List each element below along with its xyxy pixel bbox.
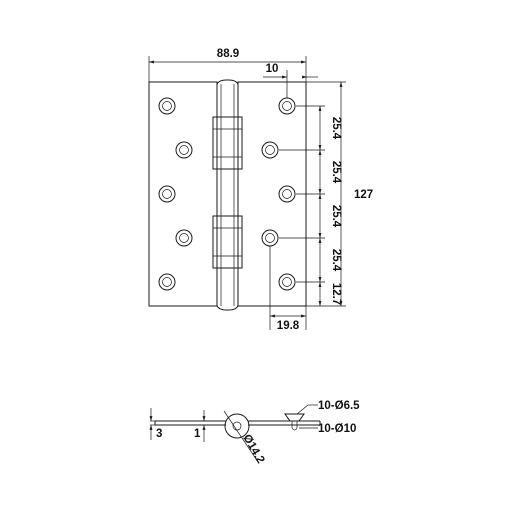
screw-hole	[278, 97, 296, 115]
pin-offset-label: 10	[266, 63, 279, 75]
dimension-countersink: 10-Ø6.5 10-Ø10	[296, 400, 360, 435]
screw-hole	[261, 229, 279, 247]
countersunk-hole	[284, 413, 305, 431]
overall-height-label: 127	[354, 189, 373, 201]
countersink-inner-label: 10-Ø6.5	[318, 400, 360, 412]
screw-hole	[158, 97, 176, 115]
hole-edge-distance-label: 19.8	[277, 320, 300, 332]
hinge-front-view	[148, 79, 307, 311]
knuckle-diameter-label: Ø14.2	[240, 433, 266, 466]
screw-hole	[158, 273, 176, 291]
hole-pitch-label: 25.4	[330, 117, 342, 140]
countersink-outer-label: 10-Ø10	[318, 423, 356, 435]
screw-hole	[278, 185, 296, 203]
hole-pitch-label: 25.4	[330, 161, 342, 184]
screw-hole	[261, 141, 279, 159]
overall-width-label: 88.9	[217, 48, 239, 60]
dimension-overall-width: 88.9	[148, 48, 307, 82]
right-leaf	[237, 81, 307, 307]
screw-hole	[278, 273, 296, 291]
hole-pitch-label: 25.4	[330, 205, 342, 228]
screw-hole	[158, 185, 176, 203]
leaf-thickness-label: 3	[156, 428, 162, 440]
dimension-overall-height: 127	[306, 81, 373, 307]
hole-pitch-label: 25.4	[330, 249, 342, 272]
hinge-side-view	[154, 413, 321, 439]
knuckle-segment	[212, 215, 243, 269]
dimension-leaf-thickness: 3	[149, 408, 162, 440]
end-distance-label: 12.7	[330, 283, 342, 305]
knuckle-segment	[212, 116, 243, 170]
dimension-hole-pitch: 25.4 25.4 25.4 25.4 12.7	[279, 105, 342, 307]
dimension-hole-edge-distance: 19.8	[269, 246, 307, 332]
dimension-knuckle-diameter: Ø14.2	[223, 410, 266, 466]
screw-hole	[175, 141, 193, 159]
knuckle-section	[224, 413, 250, 439]
screw-hole	[175, 229, 193, 247]
dimension-pin-offset: 10	[263, 63, 318, 98]
knuckle-barrel	[216, 79, 239, 311]
dimension-gap: 1	[194, 410, 206, 442]
gap-label: 1	[194, 428, 201, 440]
